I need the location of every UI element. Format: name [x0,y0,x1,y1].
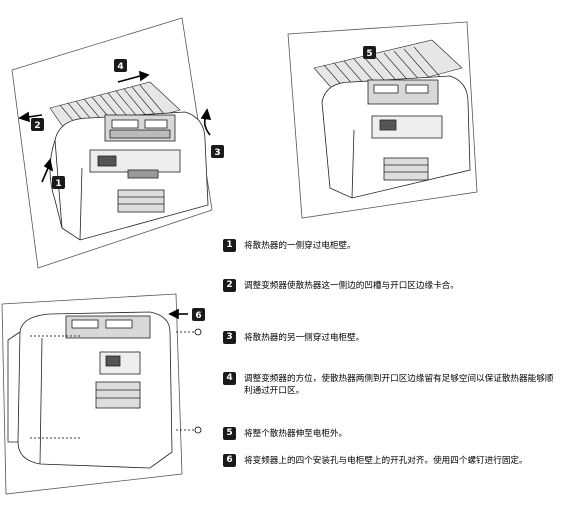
cabinet-wall-panel [11,17,213,269]
callout-2: 2 [31,118,44,131]
step-text: 调整变频器使散热器这一侧边的凹槽与开口区边缘卡合。 [244,281,459,291]
step-text: 将整个散热器伸至电柜外。 [244,429,348,439]
step-number-badge: 3 [223,331,236,344]
step-2: 2 调整变频器使散热器这一侧边的凹槽与开口区边缘卡合。 [223,279,559,292]
step-text: 将变频器上的四个安装孔与电柜壁上的开孔对齐。使用四个螺钉进行固定。 [244,456,528,466]
svg-text:6: 6 [195,311,201,321]
step-6: 6 将变频器上的四个安装孔与电柜壁上的开孔对齐。使用四个螺钉进行固定。 [223,454,559,467]
drive-body [321,75,471,199]
callout-6: 6 [192,308,205,321]
figure-insert-heatsink: 4 2 3 1 [11,17,224,269]
drive-body [49,111,209,241]
step-number-badge: 1 [223,239,236,252]
step-number-badge: 5 [223,427,236,440]
motion-arrows [18,70,212,183]
cabinet-wall-panel [287,21,478,219]
step-text: 将散热器的另一侧穿过电柜壁。 [244,333,365,343]
callout-3: 3 [211,145,224,158]
step-number-badge: 6 [223,454,236,467]
step-4: 4 调整变频器的方位，使散热器两侧到开口区边缘留有足够空间以保证散热器能够顺利通… [223,372,559,397]
step-text: 将散热器的一侧穿过电柜壁。 [244,241,356,251]
cabinet-wall-panel [1,293,183,495]
svg-text:1: 1 [55,179,61,189]
step-1: 1 将散热器的一侧穿过电柜壁。 [223,239,559,252]
step-3: 3 将散热器的另一侧穿过电柜壁。 [223,331,559,344]
figure-heatsink-through: 5 [287,21,478,219]
svg-text:2: 2 [34,121,40,131]
step-number-badge: 2 [223,279,236,292]
figure-screw-fixing: 6 [1,293,205,495]
step-5: 5 将整个散热器伸至电柜外。 [223,427,559,440]
step-number-badge: 4 [223,372,236,385]
svg-text:4: 4 [117,62,123,72]
callout-5: 5 [363,46,376,59]
step-text: 调整变频器的方位，使散热器两侧到开口区边缘留有足够空间以保证散热器能够顺利通过开… [244,374,554,396]
svg-text:3: 3 [214,148,220,158]
screw-icons [30,328,202,439]
svg-text:5: 5 [366,49,372,59]
arrow-icon [168,308,188,320]
callout-1: 1 [52,176,65,189]
drive-body [7,311,173,469]
callout-4: 4 [114,59,127,72]
